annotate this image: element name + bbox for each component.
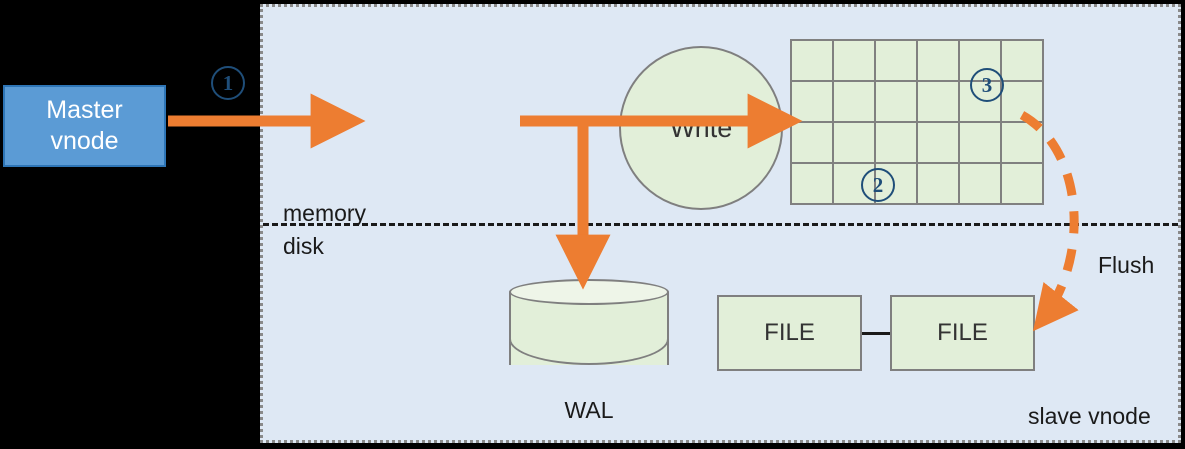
- step-circle-2: 2: [861, 168, 895, 202]
- wal-group: WAL: [509, 279, 669, 423]
- grid-cell: [834, 123, 874, 162]
- file-connector-line: [862, 332, 890, 335]
- grid-cell: [1002, 123, 1042, 162]
- grid-cell: [834, 82, 874, 121]
- grid-cell: [834, 41, 874, 80]
- grid-cell: [792, 41, 832, 80]
- grid-cell: [960, 123, 1000, 162]
- step-circle-1: 1: [211, 66, 245, 100]
- master-vnode-line1: Master: [46, 95, 123, 124]
- grid-cell: [918, 123, 958, 162]
- write-node-label: Write: [669, 112, 733, 143]
- grid-cell: [792, 164, 832, 203]
- disk-label: disk: [283, 233, 324, 259]
- wal-cylinder[interactable]: [509, 279, 669, 377]
- step-3-label: 3: [981, 72, 993, 97]
- memory-table-grid: [790, 39, 1044, 205]
- grid-cell: [876, 41, 916, 80]
- grid-cell: [1002, 82, 1042, 121]
- grid-cell: [1002, 164, 1042, 203]
- grid-cell: [876, 123, 916, 162]
- write-node[interactable]: Write: [619, 46, 783, 210]
- slave-vnode-panel: memory disk Write: [260, 4, 1181, 443]
- step-circle-3: 3: [970, 68, 1004, 102]
- wal-label: WAL: [564, 397, 614, 423]
- step-2-label: 2: [872, 172, 884, 197]
- file-box-2[interactable]: FILE: [890, 295, 1035, 371]
- grid-cell: [960, 164, 1000, 203]
- grid-cell: [792, 82, 832, 121]
- grid-cell: [918, 164, 958, 203]
- master-vnode-line2: vnode: [50, 127, 119, 155]
- memory-disk-divider: [263, 223, 1178, 226]
- master-vnode-box[interactable]: Master vnode: [3, 85, 166, 167]
- grid-cell: [1002, 41, 1042, 80]
- file-box-2-label: FILE: [937, 319, 988, 346]
- wal-cylinder-top: [509, 279, 669, 305]
- grid-cell: [876, 82, 916, 121]
- file-box-1[interactable]: FILE: [717, 295, 862, 371]
- grid-cell: [918, 41, 958, 80]
- file-box-1-label: FILE: [764, 319, 815, 346]
- flush-label: Flush: [1098, 252, 1155, 278]
- grid-cell: [918, 82, 958, 121]
- memory-label: memory: [283, 200, 367, 226]
- grid-cell: [792, 123, 832, 162]
- step-1-label: 1: [222, 70, 234, 95]
- slave-vnode-label: slave vnode: [1028, 403, 1151, 429]
